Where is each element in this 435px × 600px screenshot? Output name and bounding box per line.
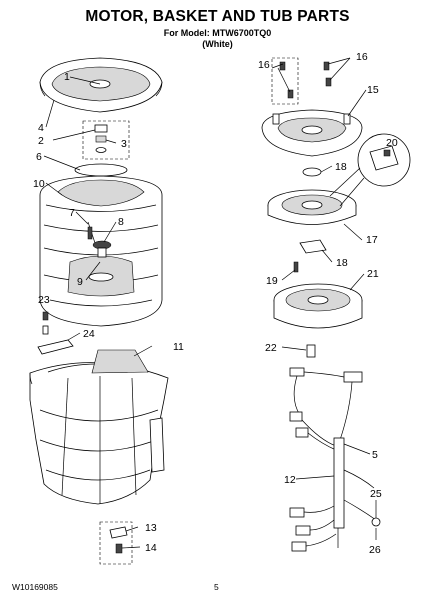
page-title: MOTOR, BASKET AND TUB PARTS — [85, 8, 350, 25]
screw-part — [42, 311, 49, 335]
callout-12: 12 — [284, 474, 296, 486]
stator-part — [273, 283, 363, 329]
leader-lines — [43, 57, 377, 549]
callout-8: 8 — [118, 216, 124, 228]
tub-clip-part — [99, 521, 133, 565]
callout-16-left: 16 — [258, 59, 270, 71]
callout-10: 10 — [33, 178, 45, 190]
bracket-part — [37, 339, 74, 355]
drive-housing-part — [261, 109, 363, 157]
basket-drive-hub-part — [92, 240, 112, 258]
outer-tub-part — [29, 349, 169, 505]
callout-26: 26 — [369, 544, 381, 556]
stator-bolt-part — [306, 344, 316, 358]
callout-24: 24 — [83, 328, 95, 340]
callout-25: 25 — [370, 488, 382, 500]
callout-18-lower: 18 — [336, 257, 348, 269]
clip-part — [271, 57, 332, 105]
callout-16-right: 16 — [356, 51, 368, 63]
callout-17: 17 — [366, 234, 378, 246]
document-number: W10169085 — [12, 582, 58, 592]
callout-3: 3 — [121, 138, 127, 150]
seal-assembly-part — [82, 120, 130, 160]
lower-spacer-part — [299, 239, 327, 254]
callout-22: 22 — [265, 342, 277, 354]
callout-6: 6 — [36, 151, 42, 163]
callout-23: 23 — [38, 294, 50, 306]
rotor-part — [267, 189, 357, 225]
callout-14: 14 — [145, 542, 157, 554]
basket-hub-part — [74, 163, 128, 177]
callout-5: 5 — [372, 449, 378, 461]
color-line: (White) — [202, 39, 233, 49]
page-number: 5 — [214, 582, 219, 592]
callout-18-upper: 18 — [335, 161, 347, 173]
callout-15: 15 — [367, 84, 379, 96]
callout-20: 20 — [386, 137, 398, 149]
basket-bolt-part — [87, 221, 96, 244]
spacer-part — [302, 167, 322, 177]
callout-4: 4 — [38, 122, 44, 134]
callout-13: 13 — [145, 522, 157, 534]
callout-19: 19 — [266, 275, 278, 287]
callout-11: 11 — [173, 341, 184, 353]
rotor-bolt-part — [293, 261, 299, 273]
wiring-harness-part — [289, 367, 381, 552]
model-line: For Model: MTW6700TQ0 — [163, 28, 272, 38]
callout-1: 1 — [64, 71, 70, 83]
tub-ring-part — [39, 57, 163, 113]
callout-21: 21 — [367, 268, 379, 280]
sensor-part — [329, 133, 411, 207]
callout-numbers: 1 2 3 4 5 6 7 8 9 10 11 12 13 14 15 16 1… — [33, 51, 398, 556]
callout-2: 2 — [38, 135, 44, 147]
callout-7: 7 — [69, 207, 75, 219]
callout-9: 9 — [77, 276, 83, 288]
